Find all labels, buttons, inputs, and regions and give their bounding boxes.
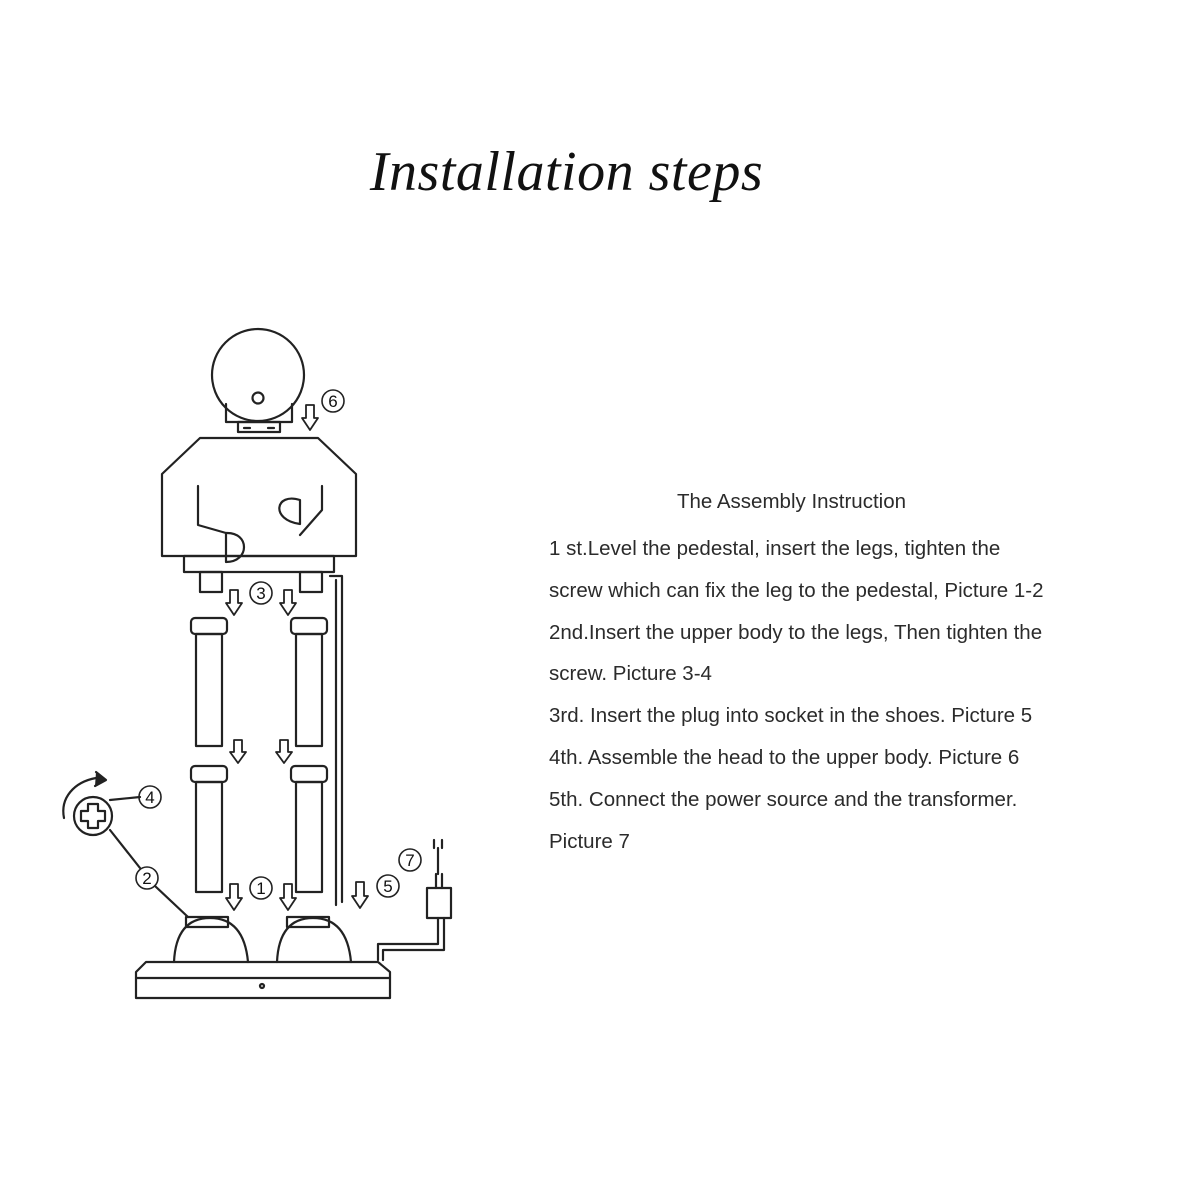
instruction-line: 4th. Assemble the head to the upper body…	[549, 745, 1020, 769]
step-marker-5: 5	[376, 874, 400, 898]
robot-head	[210, 327, 306, 434]
arrow-icon	[351, 881, 369, 909]
instruction-line: 1 st.Level the pedestal, insert the legs…	[549, 537, 1001, 560]
arrow-icon	[279, 883, 297, 911]
arrow-icon	[301, 404, 319, 431]
arrow-icon	[275, 739, 293, 764]
svg-text:5: 5	[383, 877, 392, 896]
arrow-icon	[229, 739, 247, 764]
svg-text:1: 1	[256, 879, 265, 898]
instruction-line: 2nd.Insert the upper body to the legs, T…	[549, 620, 1043, 644]
arrow-icon	[225, 589, 243, 616]
svg-text:4: 4	[145, 788, 154, 807]
step-marker-4: 4	[138, 785, 162, 809]
instructions-heading: The Assembly Instruction	[677, 490, 907, 513]
robot-upper-body	[160, 436, 358, 594]
svg-text:7: 7	[405, 851, 414, 870]
instruction-line: 3rd. Insert the plug into socket in the …	[549, 704, 1033, 728]
instruction-line: Picture 7	[549, 829, 630, 853]
screw-icon	[62, 770, 190, 919]
assembly-arrows	[225, 404, 369, 911]
robot-upper-legs	[189, 616, 329, 748]
assembly-instructions: The Assembly Instruction 1 st.Level the …	[549, 486, 1169, 862]
svg-text:2: 2	[142, 869, 151, 888]
robot-lower-legs	[189, 764, 329, 894]
svg-text:6: 6	[328, 392, 337, 411]
robot-shoes-pedestal	[134, 915, 392, 1000]
step-marker-7: 7	[398, 848, 422, 872]
instruction-line: 5th. Connect the power source and the tr…	[549, 787, 1018, 811]
step-marker-6: 6	[321, 389, 345, 413]
instruction-line: screw which can fix the leg to the pedes…	[549, 578, 1044, 602]
power-cord	[328, 574, 453, 962]
arrow-icon	[225, 883, 243, 911]
step-marker-1: 1	[249, 876, 273, 900]
step-marker-2: 2	[135, 866, 159, 890]
page-title: Installation steps	[369, 141, 764, 203]
arrow-icon	[279, 589, 297, 616]
step-marker-3: 3	[249, 581, 273, 605]
instruction-line: screw. Picture 3-4	[549, 662, 712, 686]
step-markers: 1 2 3 4 5 6 7	[135, 389, 422, 900]
svg-text:3: 3	[256, 584, 265, 603]
